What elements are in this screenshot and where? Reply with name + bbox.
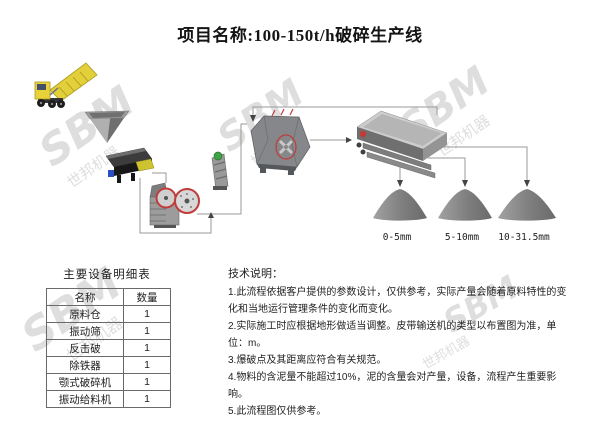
notes-title: 技术说明：	[228, 268, 283, 280]
equipment-name: 反击破	[46, 339, 124, 357]
hopper-icon	[84, 110, 130, 143]
pile-cone-icon	[498, 189, 556, 221]
note-item: 3.爆破点及其距离应符合有关规范。	[228, 355, 387, 366]
iron-remover-icon	[211, 151, 229, 191]
vibrating-feeder-icon	[105, 147, 155, 183]
feeder-bypass-line	[139, 178, 212, 234]
note-item: 1.此流程依据客户提供的参数设计，仅供参考，实际产量会随着原料特性的变化和当地运…	[228, 287, 567, 315]
technical-notes-section: 技术说明： 1.此流程依据客户提供的参数设计，仅供参考，实际产量会随着原料特性的…	[228, 265, 569, 420]
equipment-qty: 1	[123, 339, 171, 357]
equipment-table-title: 主要设备明细表	[63, 269, 151, 281]
equipment-table: 名称 数量 原料仓 1 振动筛 1 反击破 1 除铁器 1	[46, 288, 171, 408]
col-header-qty: 数量	[123, 288, 171, 306]
note-item: 4.物料的含泥量不能超过10%，泥的含量会对产量，设备，流程产生重要影响。	[228, 372, 557, 400]
note-item: 2.实际施工时应根据地形做适当调整。皮带输送机的类型以布置图为准，单位：m。	[228, 321, 557, 349]
impact-crusher-icon	[250, 108, 311, 175]
pile-label-fine: 0-5mm	[383, 232, 412, 243]
equipment-name: 振动给料机	[46, 390, 124, 408]
equipment-qty: 1	[123, 390, 171, 408]
pile-cone-icon	[373, 189, 427, 221]
screen-recirculation-line	[252, 106, 438, 116]
deck2-to-pile2-line	[428, 157, 466, 181]
equipment-table-section: 主要设备明细表 名称 数量 原料仓 1 振动筛 1 反击破 1	[46, 266, 171, 408]
flow-connectors	[139, 106, 528, 234]
table-row: 除铁器 1	[46, 356, 171, 374]
flow-arrowheads	[208, 115, 530, 218]
note-item: 5.此流程图仅供参考。	[228, 406, 327, 417]
jaw-crusher-icon	[149, 182, 200, 228]
equipment-qty: 1	[123, 373, 171, 391]
equipment-qty: 1	[123, 305, 171, 323]
arrow-up-icon	[208, 212, 214, 218]
deck3-to-pile3-line	[434, 146, 528, 181]
arrow-down-icon	[524, 180, 530, 187]
arrow-down-icon	[397, 180, 403, 187]
arrow-down-icon	[462, 180, 468, 187]
equipment-name: 除铁器	[46, 356, 124, 374]
page-title: 项目名称:100-150t/h破碎生产线	[177, 26, 423, 45]
pile-cone-icon	[438, 189, 492, 221]
table-header-row: 名称 数量	[46, 288, 171, 306]
feeder-to-jaw-line	[152, 172, 167, 183]
equipment-qty: 1	[123, 322, 171, 340]
equipment-name: 振动筛	[46, 322, 124, 340]
table-row: 振动给料机 1	[46, 390, 171, 408]
vibrating-screen-icon	[356, 110, 448, 179]
pile-label-medium: 5-10mm	[445, 232, 480, 243]
arrow-down-icon	[250, 115, 256, 122]
jaw-to-impact-line	[197, 123, 247, 215]
equipment-name: 原料仓	[46, 305, 124, 323]
equipment-qty: 1	[123, 356, 171, 374]
dump-truck-icon	[34, 62, 98, 108]
table-row: 振动筛 1	[46, 322, 171, 340]
pile-label-coarse: 10-31.5mm	[498, 232, 550, 243]
product-piles: 0-5mm 5-10mm 10-31.5mm	[373, 189, 556, 243]
table-row: 原料仓 1	[46, 305, 171, 323]
table-row: 反击破 1	[46, 339, 171, 357]
table-row: 颚式破碎机 1	[46, 373, 171, 391]
equipment-name: 颚式破碎机	[46, 373, 124, 391]
col-header-name: 名称	[46, 288, 124, 306]
arrow-right-icon	[346, 137, 352, 143]
